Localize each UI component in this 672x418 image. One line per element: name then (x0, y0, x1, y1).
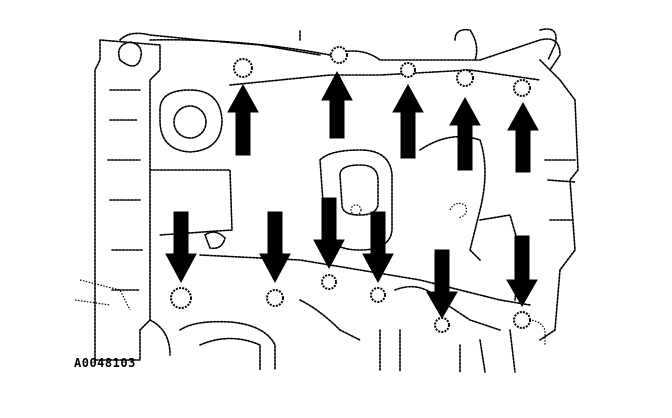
bolt-upper-5 (513, 79, 531, 97)
arrow-down-icon (165, 211, 197, 284)
bolt-upper-3 (400, 62, 416, 78)
arrow-down-icon (313, 197, 345, 270)
lower-arrows (165, 197, 538, 320)
bolt-upper-4 (456, 69, 474, 87)
bolt-upper-1 (233, 58, 253, 78)
engine-housing-outline (74, 32, 321, 361)
figure-id-label: A0048103 (74, 356, 136, 370)
bolt-lower-6 (513, 311, 531, 329)
arrow-up-icon (449, 96, 481, 171)
bolt-upper-2 (330, 46, 348, 64)
bolt-lower-4 (370, 287, 386, 303)
upper-arrows (227, 70, 539, 173)
arrow-down-icon (426, 249, 458, 320)
arrow-up-icon (321, 70, 353, 139)
upper-bolts (233, 46, 531, 97)
throttle-port-outline (149, 89, 233, 250)
arrow-up-icon (227, 83, 259, 156)
lower-crankcase-outline (149, 299, 546, 373)
bolt-lower-3 (321, 274, 337, 290)
arrow-down-icon (259, 211, 291, 284)
bolt-lower-2 (266, 289, 284, 307)
arrow-up-icon (507, 101, 539, 173)
lower-bolts (170, 274, 531, 333)
bolt-lower-1 (170, 287, 192, 309)
arrow-up-icon (392, 83, 424, 159)
arrow-down-icon (506, 235, 538, 308)
bolt-lower-5 (434, 317, 450, 333)
arrow-down-icon (362, 211, 394, 284)
manifold-runner-body (149, 28, 561, 331)
